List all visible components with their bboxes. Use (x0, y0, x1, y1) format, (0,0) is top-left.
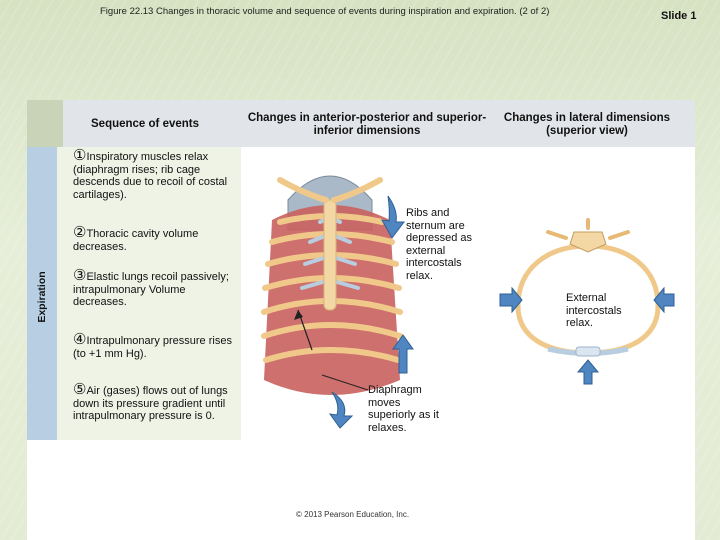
up-arrow-diaphragm (392, 334, 414, 374)
curved-arrow-bottom (328, 391, 354, 429)
vertebra-body (569, 231, 607, 253)
step-1-text: Inspiratory muscles relax (diaphragm ris… (73, 151, 228, 201)
header-sequence: Sequence of events (91, 118, 200, 130)
sternum-section (575, 346, 601, 357)
step-5-number: ⑤ (73, 381, 87, 398)
step-4-text: Intrapulmonary pressure rises (to +1 mm … (73, 335, 232, 360)
header-lateral-subtitle: (superior view) (546, 125, 628, 137)
rib-cage-illustration (261, 175, 403, 395)
step-5: ⑤Air (gases) flows out of lungs down its… (73, 381, 243, 423)
down-arrow-ribs-shape (381, 195, 405, 239)
step-3-number: ③ (73, 267, 87, 284)
step-3-text: Elastic lungs recoil passively; intrapul… (73, 271, 229, 308)
label-ribs-sternum: Ribs and sternum are depressed as extern… (406, 207, 473, 282)
slide-number: Slide 1 (661, 10, 697, 22)
ring-arrow-up (576, 359, 600, 385)
curved-arrow-bottom-shape (328, 391, 354, 429)
header-left-block (27, 100, 63, 147)
step-1-number: ① (73, 147, 87, 164)
up-arrow-diaphragm-shape (392, 334, 414, 374)
steps-background (57, 147, 241, 440)
clavicle-right (331, 177, 383, 203)
step-5-text: Air (gases) flows out of lungs down its … (73, 385, 228, 422)
ring-arrow-right (653, 286, 675, 314)
expiration-bar: Expiration (27, 147, 57, 440)
rib-direction-arrowhead (294, 310, 303, 320)
rib-6 (261, 322, 403, 339)
clavicle-left (277, 177, 329, 203)
diaphragm-leader (321, 374, 369, 391)
label-diaphragm: Diaphragm moves superiorly as it relaxes… (368, 384, 439, 434)
rib-ring-superior-view (499, 218, 675, 385)
step-2-number: ② (73, 224, 87, 241)
header-lateral: Changes in lateral dimensions (superior … (482, 112, 692, 138)
header-lateral-title: Changes in lateral dimensions (503, 112, 671, 124)
sternum (323, 199, 337, 311)
step-1: ①Inspiratory muscles relax (diaphragm ri… (73, 147, 243, 201)
label-external-intercostals: External intercostals relax. (566, 292, 622, 329)
step-2-text: Thoracic cavity volume decreases. (73, 228, 199, 253)
rib-7 (263, 347, 401, 363)
header-band (27, 100, 695, 147)
ring-arrow-left (499, 286, 523, 314)
down-arrow-ribs (381, 195, 405, 239)
step-4-number: ④ (73, 331, 87, 348)
figure-caption: Figure 22.13 Changes in thoracic volume … (100, 6, 550, 17)
step-4: ④Intrapulmonary pressure rises (to +1 mm… (73, 331, 243, 360)
header-anterior-posterior: Changes in anterior-posterior and superi… (247, 112, 487, 137)
copyright: © 2013 Pearson Education, Inc. (296, 510, 410, 519)
vertebra-processes (546, 218, 630, 240)
step-2: ②Thoracic cavity volume decreases. (73, 224, 233, 253)
step-3: ③Elastic lungs recoil passively; intrapu… (73, 267, 233, 309)
vertebra (546, 218, 630, 253)
